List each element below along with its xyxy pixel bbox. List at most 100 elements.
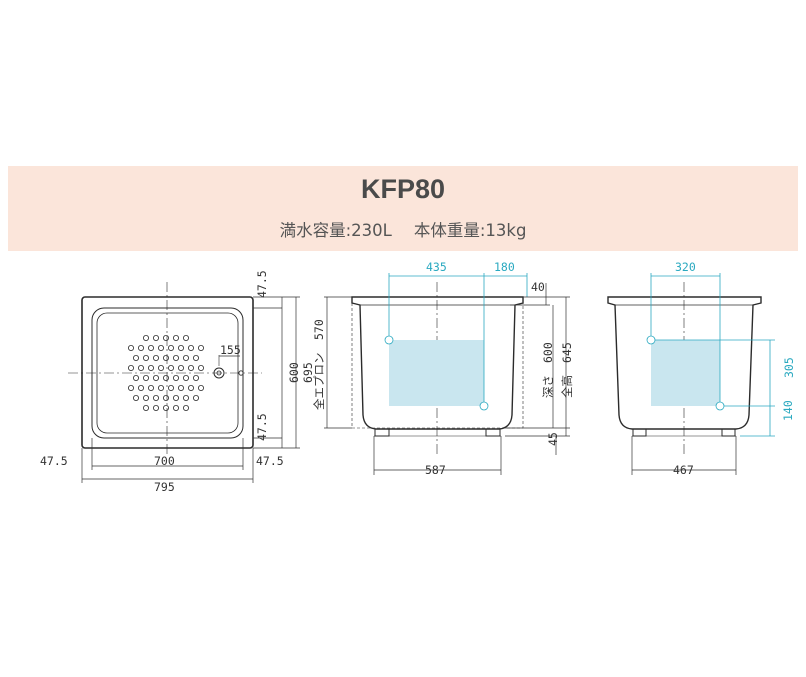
dim-total-height: 645	[560, 342, 574, 363]
non-slip-dots	[127, 334, 204, 411]
non-slip-dot	[197, 344, 204, 351]
non-slip-dot	[167, 384, 174, 391]
front-cyan-dimensions	[384, 273, 528, 411]
top-view-dimensions	[81, 296, 300, 483]
non-slip-dot	[127, 344, 134, 351]
top-view-outer-rim	[81, 296, 254, 449]
non-slip-dot	[177, 384, 184, 391]
dim-side-base-width: 467	[673, 463, 694, 477]
non-slip-dot	[132, 354, 139, 361]
dim-margin-left: 47.5	[40, 454, 68, 468]
non-slip-dot	[182, 334, 189, 341]
non-slip-dot	[172, 334, 179, 341]
non-slip-dot	[172, 374, 179, 381]
non-slip-dot	[152, 334, 159, 341]
non-slip-dot	[137, 364, 144, 371]
non-slip-dot	[162, 354, 169, 361]
overflow-icon	[238, 370, 244, 376]
depth-label-group: 深さ 600	[541, 342, 555, 398]
non-slip-dot	[182, 374, 189, 381]
non-slip-dot	[192, 374, 199, 381]
non-slip-dot	[147, 364, 154, 371]
non-slip-dot	[152, 394, 159, 401]
non-slip-dot	[172, 404, 179, 411]
non-slip-dot	[127, 384, 134, 391]
side-foot-right	[721, 428, 736, 437]
drain-icon	[213, 367, 225, 379]
capacity-spec: 満水容量:230L	[279, 221, 392, 240]
dim-side-width-top: 320	[675, 260, 696, 274]
apron-label: 全エプロン	[312, 353, 326, 411]
dim-depth: 600	[541, 342, 555, 363]
non-slip-dot	[187, 364, 194, 371]
dim-inner-width: 700	[154, 454, 175, 468]
dim-outer-width: 795	[154, 480, 175, 494]
dim-margin-bottom: 47.5	[256, 454, 284, 468]
dim-front-width-a: 435	[426, 260, 447, 274]
weight-spec: 本体重量:13kg	[413, 221, 527, 240]
dim-front-base-width: 587	[425, 463, 446, 477]
side-dimensions	[631, 436, 737, 475]
non-slip-dot	[132, 394, 139, 401]
non-slip-dot	[127, 364, 134, 371]
dim-apron-height: 570	[312, 319, 326, 340]
dim-side-height-a: 305	[782, 357, 796, 378]
non-slip-dot	[167, 364, 174, 371]
non-slip-dot	[197, 364, 204, 371]
non-slip-dot	[162, 394, 169, 401]
apron-label-group: 全エプロン 570	[312, 319, 326, 410]
top-view	[68, 282, 262, 455]
non-slip-dot	[162, 334, 169, 341]
non-slip-dot	[187, 344, 194, 351]
non-slip-dot	[157, 344, 164, 351]
non-slip-dot	[137, 344, 144, 351]
non-slip-dot	[142, 374, 149, 381]
non-slip-dot	[152, 354, 159, 361]
drain-inner-icon	[216, 370, 222, 376]
side-foot-left	[632, 428, 647, 437]
front-dimensions	[324, 283, 570, 475]
non-slip-dot	[167, 344, 174, 351]
dim-margin-top: 47.5	[255, 270, 269, 298]
non-slip-dot	[197, 384, 204, 391]
non-slip-dot	[142, 354, 149, 361]
front-water-area	[389, 340, 484, 406]
non-slip-dot	[172, 354, 179, 361]
title-banner	[8, 166, 798, 251]
side-view-tub	[607, 296, 762, 430]
dim-drain-offset: 155	[220, 343, 241, 357]
non-slip-dot	[157, 364, 164, 371]
non-slip-dot	[132, 374, 139, 381]
front-foot-right	[485, 428, 501, 437]
dim-margin-right-vertical: 47.5	[255, 413, 269, 441]
non-slip-dot	[182, 394, 189, 401]
dim-inner-depth: 600	[287, 362, 301, 383]
non-slip-dot	[177, 364, 184, 371]
front-foot-left	[374, 428, 390, 437]
non-slip-dot	[187, 384, 194, 391]
dim-front-width-b: 180	[494, 260, 515, 274]
non-slip-dot	[152, 404, 159, 411]
dim-outer-depth: 695	[301, 362, 315, 383]
non-slip-dot	[182, 404, 189, 411]
non-slip-dot	[147, 344, 154, 351]
non-slip-dot	[192, 354, 199, 361]
non-slip-dot	[162, 404, 169, 411]
non-slip-dot	[142, 334, 149, 341]
front-apron-outline	[351, 303, 524, 429]
non-slip-dot	[142, 394, 149, 401]
non-slip-dot	[172, 394, 179, 401]
dim-front-rim: 40	[531, 280, 545, 294]
total-height-label: 全高	[560, 375, 574, 398]
non-slip-dot	[162, 374, 169, 381]
non-slip-dot	[192, 394, 199, 401]
non-slip-dot	[152, 374, 159, 381]
side-cyan-dimensions	[646, 273, 775, 437]
non-slip-dot	[147, 384, 154, 391]
non-slip-dot	[182, 354, 189, 361]
side-water-area	[651, 340, 720, 406]
dim-side-height-b: 140	[781, 400, 795, 421]
total-height-label-group: 全高 645	[560, 342, 574, 398]
non-slip-dot	[157, 384, 164, 391]
